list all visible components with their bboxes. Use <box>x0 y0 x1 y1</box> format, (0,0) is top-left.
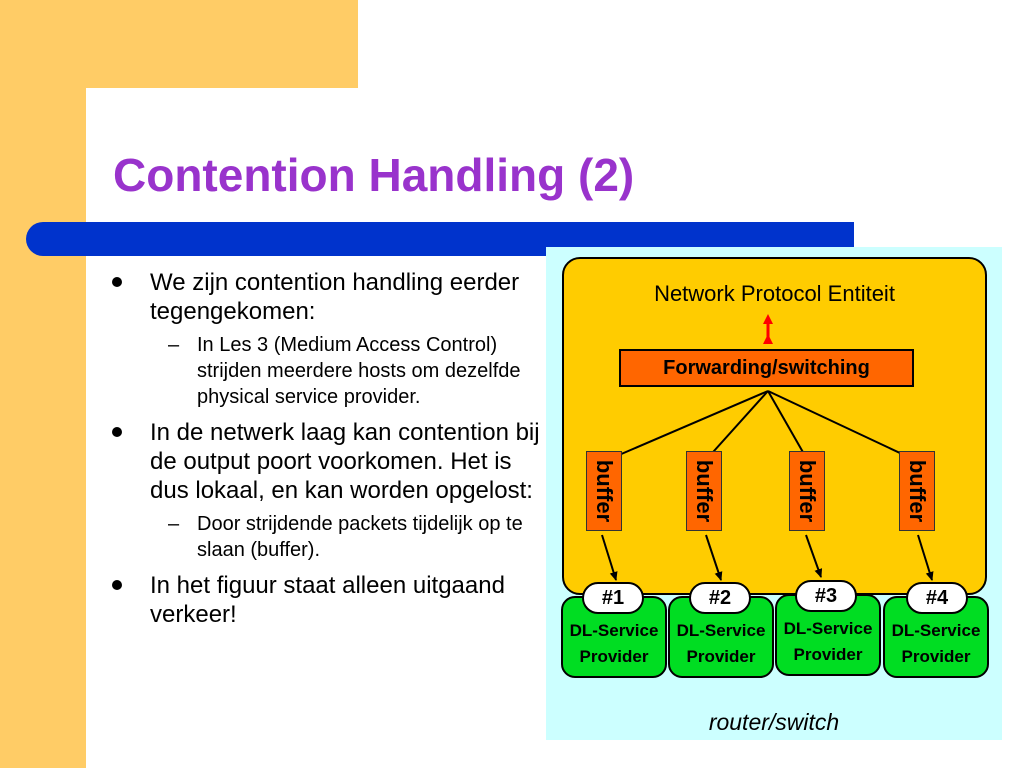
buffer-3: buffer <box>789 451 825 531</box>
dash-marker: – <box>168 334 180 356</box>
sub-bullet-item: –Door strijdende packets tijdelijk op te… <box>112 511 542 563</box>
provider-label-line2: Provider <box>686 647 756 666</box>
entity-label: Network Protocol Entiteit <box>654 281 895 306</box>
decor-yellow-side <box>0 0 86 768</box>
buffer-2: buffer <box>686 451 722 531</box>
bullet-item: In het figuur staat alleen uitgaand verk… <box>112 571 542 629</box>
decor-curve <box>86 88 206 208</box>
bullet-dot-icon <box>112 580 122 590</box>
sub-bullet-text: Door strijdende packets tijdelijk op te … <box>197 513 523 561</box>
buffer-label: buffer <box>692 459 717 523</box>
dash-marker: – <box>168 513 180 535</box>
buffer-arrow-4 <box>917 534 934 581</box>
provider-label-line1: DL-Service <box>891 621 981 640</box>
provider-label-line1: DL-Service <box>783 619 873 638</box>
network-protocol-entity-box: Network Protocol Entiteit <box>562 257 987 595</box>
fanout-arrow-3 <box>767 390 809 462</box>
buffer-label: buffer <box>905 459 930 523</box>
buffer-label: buffer <box>795 459 820 523</box>
bullet-item: We zijn contention handling eerder tegen… <box>112 268 542 326</box>
provider-label-line1: DL-Service <box>569 621 659 640</box>
port-badge-1: #1 <box>582 582 644 614</box>
buffer-arrow-3 <box>805 534 823 578</box>
buffer-4: buffer <box>899 451 935 531</box>
port-badge-4: #4 <box>906 582 968 614</box>
diagram-caption: router/switch <box>708 709 840 735</box>
provider-label-line2: Provider <box>901 647 971 666</box>
bullet-list: We zijn contention handling eerder tegen… <box>112 268 542 635</box>
router-diagram: Network Protocol Entiteit Forwarding/swi… <box>546 247 1002 740</box>
buffer-label: buffer <box>592 459 617 523</box>
connector-lines <box>601 314 934 581</box>
provider-label-line2: Provider <box>793 645 863 664</box>
bullet-text: In het figuur staat alleen uitgaand verk… <box>150 572 505 628</box>
fanout-arrow-1 <box>604 390 769 462</box>
sub-bullet-text: In Les 3 (Medium Access Control) strijde… <box>197 334 521 408</box>
sub-bullet-item: –In Les 3 (Medium Access Control) strijd… <box>112 332 542 410</box>
port-badge-3: #3 <box>795 580 857 612</box>
provider-label-line2: Provider <box>579 647 649 666</box>
provider-label-line1: DL-Service <box>676 621 766 640</box>
bullet-text: In de netwerk laag kan contention bij de… <box>150 419 540 504</box>
bullet-item: In de netwerk laag kan contention bij de… <box>112 418 542 505</box>
forwarding-switching-box: Forwarding/switching <box>619 349 914 387</box>
buffer-1: buffer <box>586 451 622 531</box>
bullet-dot-icon <box>112 427 122 437</box>
bullet-text: We zijn contention handling eerder tegen… <box>150 269 520 325</box>
slide-title: Contention Handling (2) <box>113 149 635 201</box>
fanout-arrow-2 <box>704 390 769 462</box>
buffer-arrow-2 <box>705 534 723 581</box>
fanout-arrow-4 <box>767 390 918 462</box>
bullet-dot-icon <box>112 277 122 287</box>
port-badge-2: #2 <box>689 582 751 614</box>
buffer-arrow-1 <box>601 534 618 581</box>
